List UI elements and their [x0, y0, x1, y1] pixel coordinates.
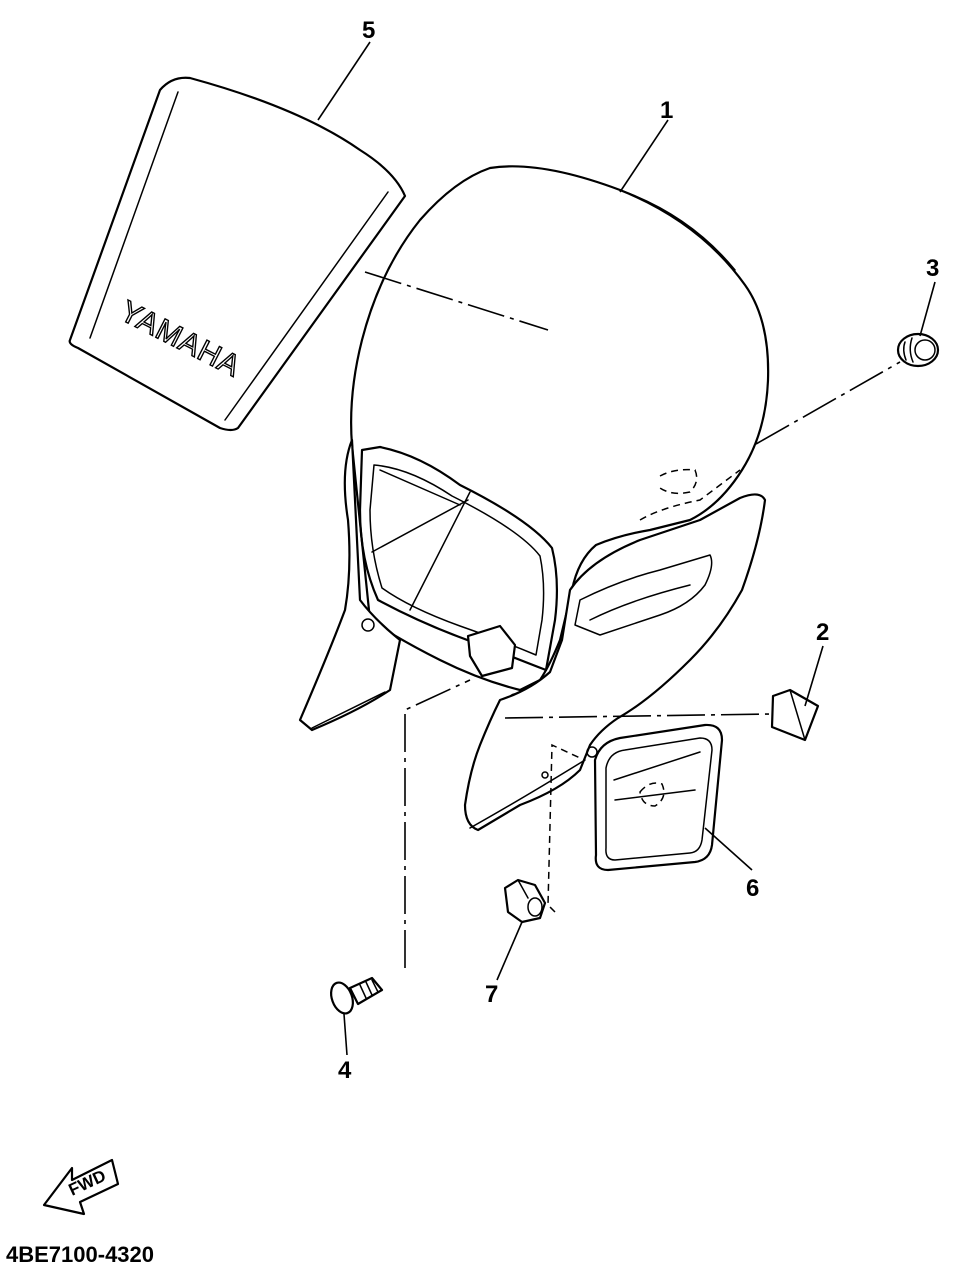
assembly-lines [364, 271, 901, 968]
callout-6: 6 [746, 875, 759, 902]
nut-part-7 [503, 878, 547, 924]
callout-1: 1 [660, 97, 673, 124]
callout-3: 3 [926, 255, 939, 282]
reflector-part-6 [593, 723, 724, 872]
callout-7: 7 [485, 981, 498, 1008]
damper-part-2 [770, 688, 820, 742]
fwd-arrow-icon: FWD [42, 1158, 120, 1216]
callout-4: 4 [338, 1057, 352, 1084]
diagram-code: 4BE7100-4320 [6, 1242, 154, 1267]
callout-2: 2 [816, 619, 829, 646]
grommet-part-3 [896, 332, 940, 368]
screw-part-4 [330, 976, 384, 1015]
headlight-cowl-part-1 [298, 165, 770, 832]
leader-lines [317, 41, 936, 1056]
windshield-part-5: YAMAHA [68, 76, 407, 432]
callout-5: 5 [362, 17, 375, 44]
